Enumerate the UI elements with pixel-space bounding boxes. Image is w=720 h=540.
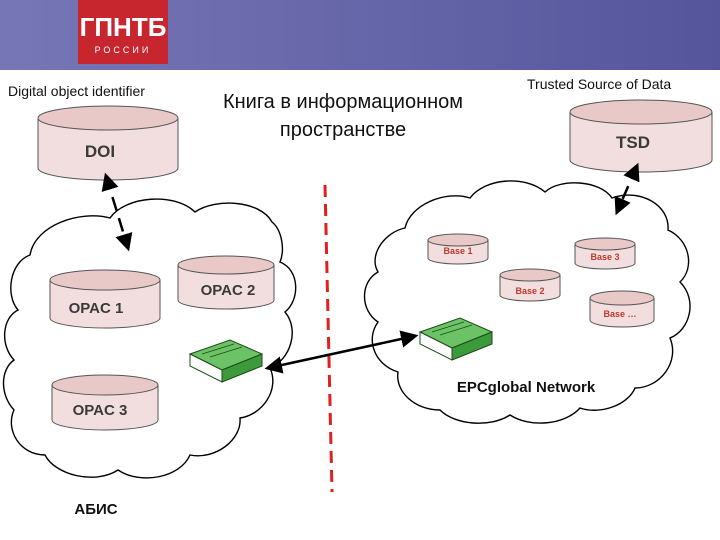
book-link-arrow [264, 330, 419, 374]
divider-line [323, 184, 334, 493]
tsd-label: TSD [616, 133, 650, 152]
doi-label: DOI [85, 142, 115, 161]
opac1-database: OPAC 1 [49, 269, 161, 329]
right-caption: Trusted Source of Data [527, 76, 671, 92]
opac1-label: OPAC 1 [69, 300, 124, 317]
opac3-label: OPAC 3 [73, 402, 128, 419]
tsd-base-arrow [614, 162, 640, 216]
base-more-label: Base … [603, 309, 636, 319]
page-title-line1: Книга в информационном [223, 91, 463, 113]
base-more-database: Base … [589, 290, 655, 328]
logo: ГПНТБ РОССИИ [78, 0, 168, 64]
base2-label: Base 2 [515, 286, 544, 296]
book-icon [418, 317, 494, 361]
base1-database: Base 1 [427, 233, 489, 265]
opac2-database: OPAC 2 [177, 255, 275, 310]
left-caption: Digital object identifier [8, 83, 145, 99]
tsd-database: TSD [569, 99, 713, 173]
base3-database: Base 3 [574, 237, 636, 270]
base2-database: Base 2 [499, 268, 561, 302]
page-title-line2: пространстве [280, 119, 406, 141]
abis-label: АБИС [74, 501, 117, 518]
doi-opac-arrow [101, 172, 133, 252]
base3-label: Base 3 [590, 252, 619, 262]
base1-label: Base 1 [443, 246, 472, 256]
opac2-label: OPAC 2 [201, 282, 256, 299]
logo-text: ГПНТБ [80, 12, 167, 42]
logo-subtext: РОССИИ [95, 45, 152, 55]
network-label: EPCglobal Network [457, 379, 596, 396]
doi-database: DOI [37, 105, 179, 181]
left-cloud [2, 198, 297, 479]
opac3-database: OPAC 3 [51, 374, 159, 431]
book-icon [188, 339, 264, 383]
